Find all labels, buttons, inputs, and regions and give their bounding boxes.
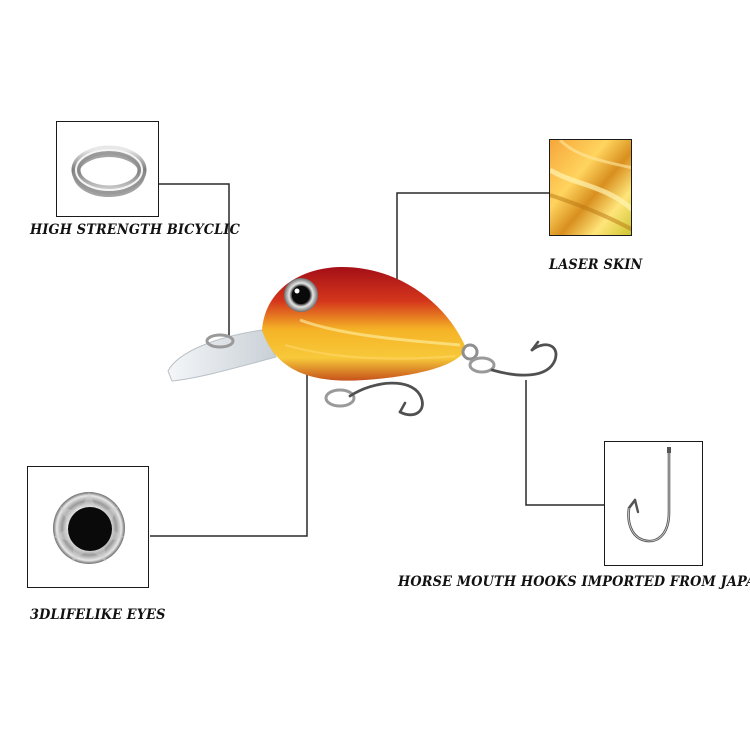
split-ring-label: HIGH STRENGTH BICYCLIC xyxy=(30,222,241,238)
tail-hook xyxy=(490,343,558,377)
laser-skin-box xyxy=(549,139,632,236)
belly-hook xyxy=(348,381,424,417)
3d-eye-icon xyxy=(53,492,125,564)
diving-lip xyxy=(167,329,277,382)
laser-skin-swatch xyxy=(550,140,631,235)
laser-skin-connector xyxy=(396,192,549,309)
hooks-box xyxy=(604,441,703,566)
eyes-connector xyxy=(150,297,308,537)
split-ring-connector xyxy=(158,183,230,336)
hooks-label: HORSE MOUTH HOOKS IMPORTED FROM JAPAN xyxy=(398,574,750,590)
eyes-label: 3DLIFELIKE EYES xyxy=(30,607,166,623)
eyes-box xyxy=(27,466,149,588)
split-ring-box xyxy=(56,121,159,217)
split-ring-icon xyxy=(71,145,147,197)
hooks-connector xyxy=(525,380,604,506)
laser-skin-label: LASER SKIN xyxy=(549,257,643,273)
fish-hook-icon xyxy=(627,447,671,543)
